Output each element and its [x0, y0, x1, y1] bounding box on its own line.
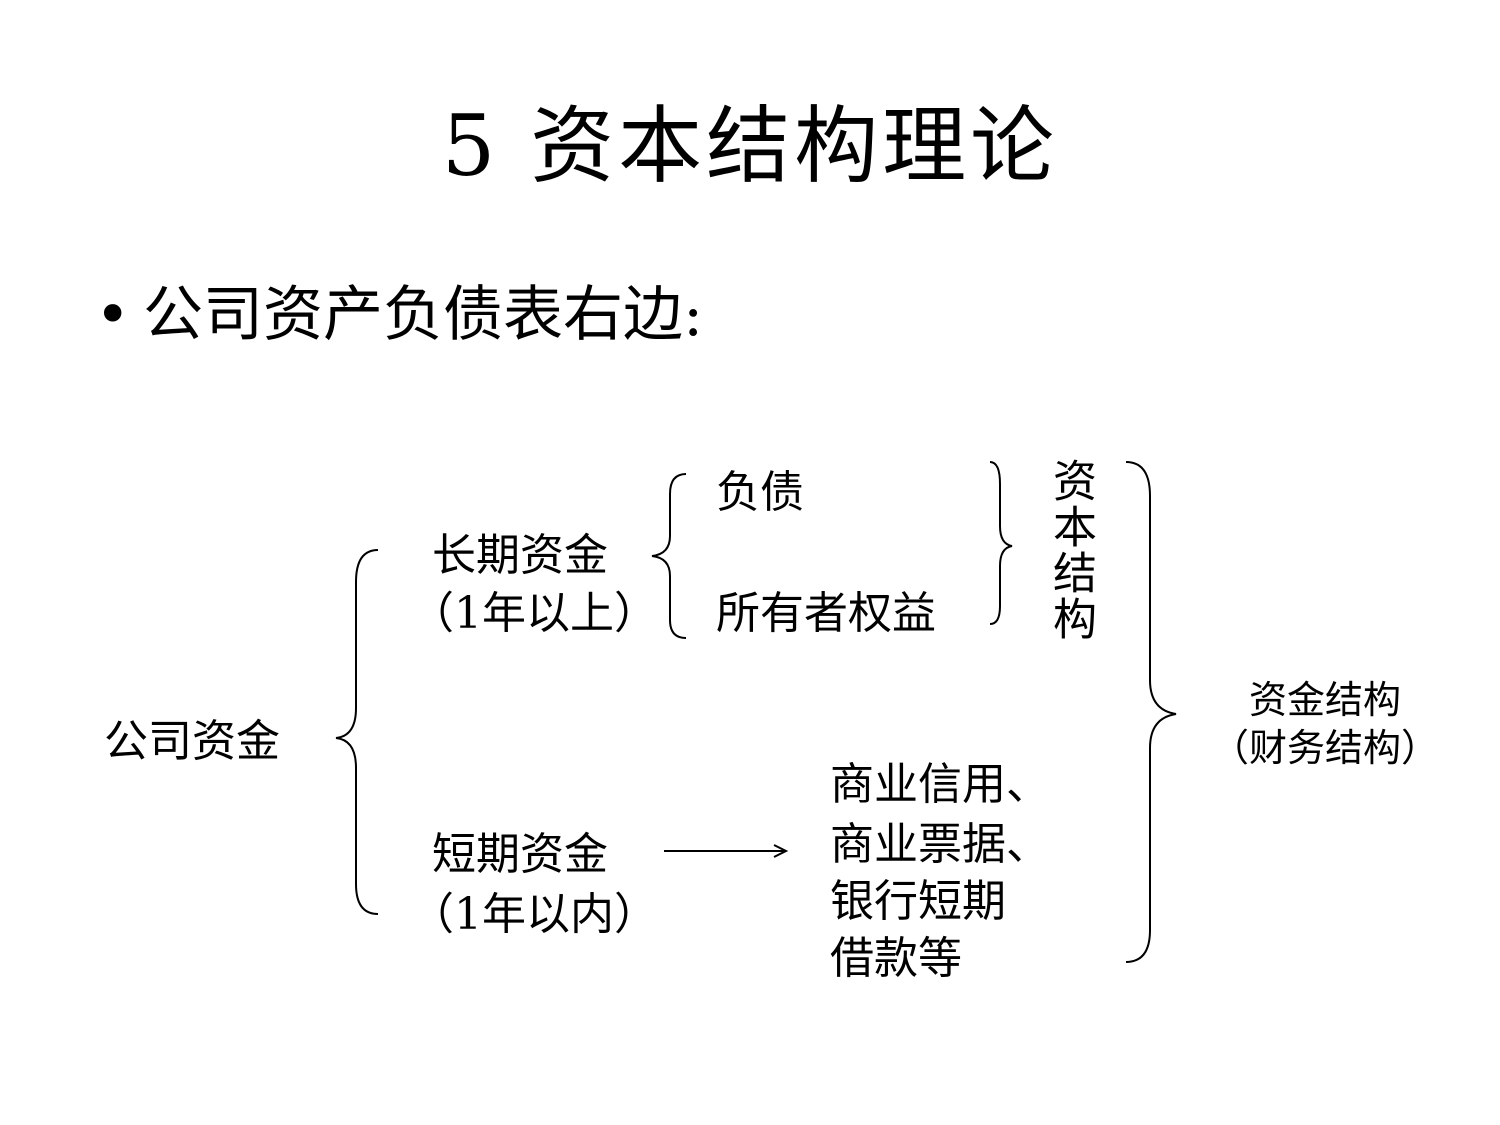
short-term-note: （1年以内） [410, 889, 658, 940]
funding-structure-name: 资金结构 [1248, 678, 1401, 722]
capital-structure-brace [989, 461, 1013, 625]
capital-structure-label: 资本结构 [1045, 458, 1096, 642]
short-term-item: 银行短期 [830, 876, 1006, 927]
slide-title: 5 资本结构理论 [441, 97, 1059, 195]
bullet-point: •公司资产负债表右边: [95, 282, 703, 348]
short-term-item: 商业信用、 [830, 759, 1050, 810]
long-term-item: 所有者权益 [716, 588, 936, 639]
short-term-name: 短期资金 [432, 829, 608, 880]
root-brace [335, 549, 379, 915]
long-term-item: 负债 [716, 467, 804, 518]
short-term-item: 商业票据、 [830, 819, 1050, 870]
funding-structure-note: （财务结构） [1210, 726, 1439, 770]
funding-structure-brace [1125, 461, 1177, 963]
root-label: 公司资金 [104, 716, 280, 767]
short-term-item: 借款等 [830, 933, 962, 984]
short-term-arrow-head [773, 844, 789, 858]
bullet-text: 公司资产负债表右边: [143, 280, 704, 350]
bullet-dot: • [95, 280, 131, 350]
long-term-name: 长期资金 [432, 530, 608, 581]
long-term-note: （1年以上） [410, 588, 658, 639]
long-term-brace [651, 473, 687, 639]
